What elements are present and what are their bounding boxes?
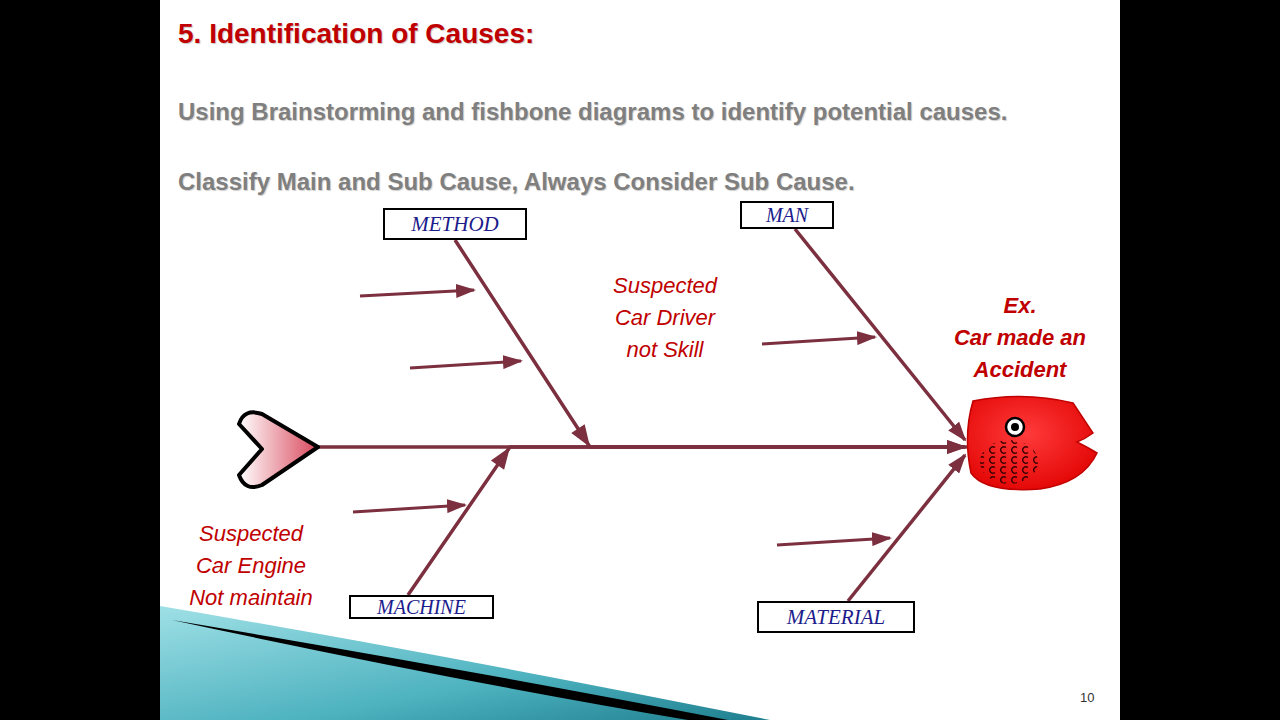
sub-cause-note: Suspected Car Driver not Skill bbox=[600, 270, 730, 366]
corner-decoration bbox=[160, 606, 770, 720]
sub-cause-arrow bbox=[777, 538, 890, 545]
category-name: MAN bbox=[766, 205, 808, 225]
corner-swoosh bbox=[172, 620, 728, 720]
subtitle-text: Classify Main and Sub Cause, Always Cons… bbox=[178, 164, 1088, 199]
cause-bone bbox=[795, 229, 965, 440]
sub-cause-arrow bbox=[360, 290, 474, 296]
sub-cause-arrow bbox=[353, 505, 465, 512]
fish-head-outline bbox=[967, 396, 1097, 489]
bone-arrowhead bbox=[571, 424, 590, 447]
effect-text: Car made an Accident bbox=[920, 322, 1120, 386]
category-box: MATERIAL bbox=[757, 601, 915, 633]
cause-bone bbox=[408, 447, 965, 595]
sub-cause-arrow bbox=[762, 337, 875, 344]
fish-pupil bbox=[1011, 423, 1019, 431]
sub-cause-arrow bbox=[410, 361, 521, 368]
fish-tail bbox=[239, 412, 318, 487]
category-box: MACHINE bbox=[349, 595, 494, 619]
slide-title: 5. Identification of Causes: bbox=[178, 18, 534, 50]
category-name: MACHINE bbox=[377, 597, 466, 617]
connector-layer bbox=[408, 229, 965, 601]
fish-eye bbox=[1006, 418, 1024, 436]
bone-arrowhead bbox=[491, 447, 510, 470]
category-name: METHOD bbox=[411, 214, 499, 235]
page-number: 10 bbox=[1080, 690, 1110, 705]
fish-head-shape bbox=[965, 395, 1098, 492]
fish-scales bbox=[980, 440, 1038, 484]
category-box: MAN bbox=[740, 201, 834, 229]
category-name: MATERIAL bbox=[787, 607, 885, 628]
category-box: METHOD bbox=[383, 208, 527, 240]
subtitle-text: Using Brainstorming and fishbone diagram… bbox=[178, 94, 1088, 129]
fish-head: Ex.Car made an Accident bbox=[965, 395, 1098, 492]
sub-cause-note: Suspected Car Engine Not maintain bbox=[186, 518, 316, 614]
cause-bone bbox=[848, 455, 965, 601]
example-heading: Ex. bbox=[935, 290, 1105, 322]
